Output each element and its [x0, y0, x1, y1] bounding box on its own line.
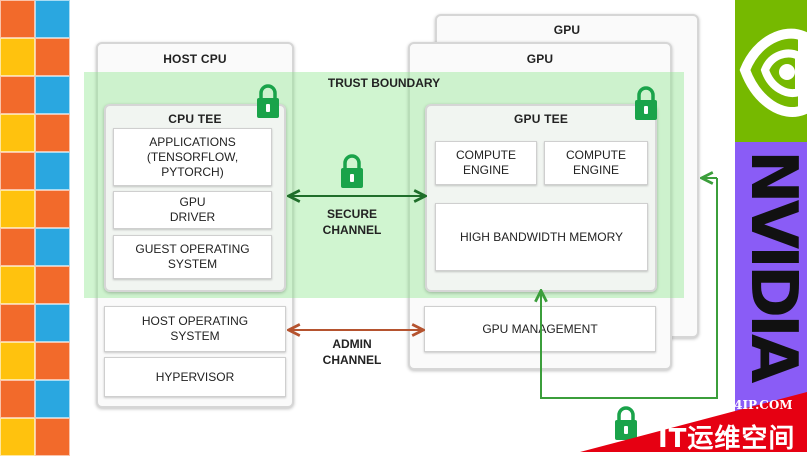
nvidia-green-panel	[735, 0, 807, 142]
compute-engine-1-box: COMPUTE ENGINE	[435, 141, 537, 185]
mosaic-tile	[35, 190, 70, 228]
mosaic-tile	[35, 38, 70, 76]
mosaic-tile	[0, 76, 35, 114]
mosaic-tile	[0, 114, 35, 152]
mosaic-tile	[35, 304, 70, 342]
host-os-box: HOST OPERATING SYSTEM	[104, 306, 286, 352]
mosaic-tile	[35, 418, 70, 456]
trust-boundary-label: TRUST BOUNDARY	[327, 76, 441, 90]
mosaic-tile	[0, 342, 35, 380]
tile-mosaic	[0, 0, 70, 456]
host-cpu-title: HOST CPU	[163, 52, 227, 66]
watermark-name: IT运维空间	[658, 424, 796, 454]
guest-os-box: GUEST OPERATING SYSTEM	[113, 235, 272, 279]
gpu-title: GPU	[526, 52, 554, 66]
nvidia-eye-logo-icon	[739, 28, 807, 117]
mosaic-tile	[0, 380, 35, 418]
mosaic-tile	[35, 114, 70, 152]
mosaic-tile	[35, 76, 70, 114]
watermark-url: WWW.94IP.COM	[683, 398, 793, 412]
lock-icon	[615, 406, 637, 440]
mosaic-tile	[35, 342, 70, 380]
secure-channel-label: SECURE CHANNEL	[322, 207, 382, 237]
gpu-tee-title: GPU TEE	[513, 112, 569, 126]
lock-icon	[635, 86, 657, 120]
hypervisor-box: HYPERVISOR	[104, 357, 286, 397]
cpu-tee-title: CPU TEE	[168, 112, 222, 126]
mosaic-tile	[35, 266, 70, 304]
external-link-arrow	[541, 178, 718, 399]
compute-engine-2-box: COMPUTE ENGINE	[544, 141, 648, 185]
mosaic-tile	[0, 266, 35, 304]
mosaic-tile	[35, 152, 70, 190]
applications-box: APPLICATIONS (TENSORFLOW, PYTORCH)	[113, 128, 272, 186]
gpu-driver-box: GPU DRIVER	[113, 191, 272, 229]
mosaic-tile	[0, 0, 35, 38]
high-bandwidth-memory-box: HIGH BANDWIDTH MEMORY	[435, 203, 648, 271]
lock-icon	[341, 154, 363, 188]
mosaic-tile	[35, 0, 70, 38]
mosaic-tile	[0, 38, 35, 76]
mosaic-tile	[35, 228, 70, 266]
mosaic-tile	[0, 304, 35, 342]
mosaic-tile	[0, 152, 35, 190]
admin-channel-label: ADMIN CHANNEL	[322, 337, 382, 367]
lock-icon	[257, 84, 279, 118]
mosaic-tile	[35, 380, 70, 418]
mosaic-tile	[0, 228, 35, 266]
mosaic-tile	[0, 190, 35, 228]
gpu-back-title: GPU	[553, 23, 581, 37]
nvidia-wordmark: NVIDIA	[736, 150, 807, 380]
